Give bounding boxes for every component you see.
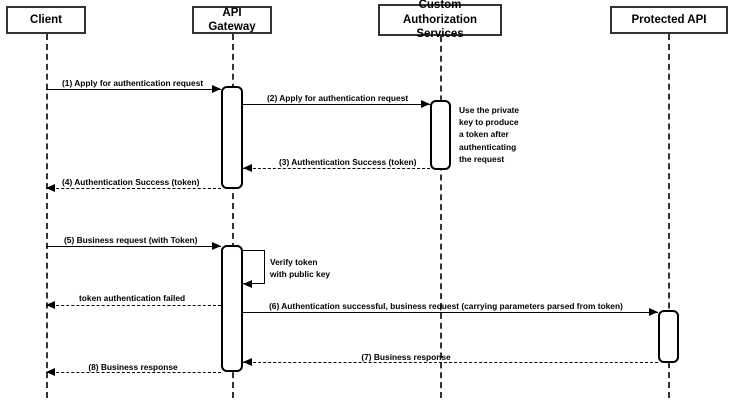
message-6-label: (6) Authentication successful, business …	[269, 301, 623, 311]
self-message-verify-token-loop	[243, 250, 265, 284]
lifeline-api-gateway	[232, 34, 234, 398]
participant-custom-auth-label: Custom Authorization Services	[402, 0, 478, 41]
message-1-arrowhead	[212, 84, 221, 93]
participant-client-label: Client	[30, 13, 62, 26]
message-3-label: (3) Authentication Success (token)	[279, 157, 417, 167]
message-2-line	[243, 104, 430, 105]
self-message-verify-token-label-line1: Verify token	[270, 257, 318, 267]
message-2-arrowhead	[421, 99, 430, 108]
lifeline-custom-auth	[440, 36, 442, 398]
self-message-verify-token-label-line2: with public key	[270, 269, 331, 279]
message-1-line	[46, 89, 221, 90]
participant-client[interactable]: Client	[6, 6, 86, 34]
activation-protected-api	[658, 310, 679, 363]
message-7-arrowhead	[243, 357, 252, 366]
message-token-auth-failed-line	[46, 305, 221, 306]
participant-protected-api[interactable]: Protected API	[610, 6, 728, 34]
message-4-label: (4) Authentication Success (token)	[62, 177, 200, 187]
message-8-label: (8) Business response	[88, 362, 178, 372]
lifeline-client	[46, 34, 48, 398]
lifeline-protected-api	[668, 34, 670, 398]
activation-custom-auth	[430, 100, 451, 170]
message-5-line	[46, 246, 221, 247]
message-3-arrowhead	[243, 163, 252, 172]
message-4-line	[46, 188, 221, 189]
message-1-label: (1) Apply for authentication request	[62, 78, 204, 88]
self-message-verify-token-arrowhead	[243, 279, 252, 288]
participant-custom-authorization-services[interactable]: Custom Authorization Services	[378, 0, 502, 40]
message-5-arrowhead	[212, 241, 221, 250]
activation-api-gateway-business	[221, 245, 243, 372]
message-6-arrowhead	[649, 307, 658, 316]
message-8-arrowhead	[46, 367, 55, 376]
message-6-line	[243, 312, 658, 313]
message-5-label: (5) Business request (with Token)	[64, 235, 198, 245]
activation-api-gateway-auth	[221, 86, 243, 189]
message-7-line	[243, 362, 658, 363]
message-4-arrowhead	[46, 183, 55, 192]
participant-api-gateway[interactable]: API Gateway	[192, 6, 272, 34]
message-token-auth-failed-arrowhead	[46, 300, 55, 309]
message-2-label: (2) Apply for authentication request	[267, 93, 409, 103]
message-token-auth-failed-label: token authentication failed	[79, 293, 186, 303]
participant-protected-api-label: Protected API	[631, 13, 707, 26]
note-private-key: Use the private key to produce a token a…	[459, 105, 520, 164]
message-8-line	[46, 372, 221, 373]
message-3-line	[243, 168, 430, 169]
message-7-label: (7) Business response	[361, 352, 451, 362]
participant-api-gateway-label: API Gateway	[208, 6, 256, 33]
